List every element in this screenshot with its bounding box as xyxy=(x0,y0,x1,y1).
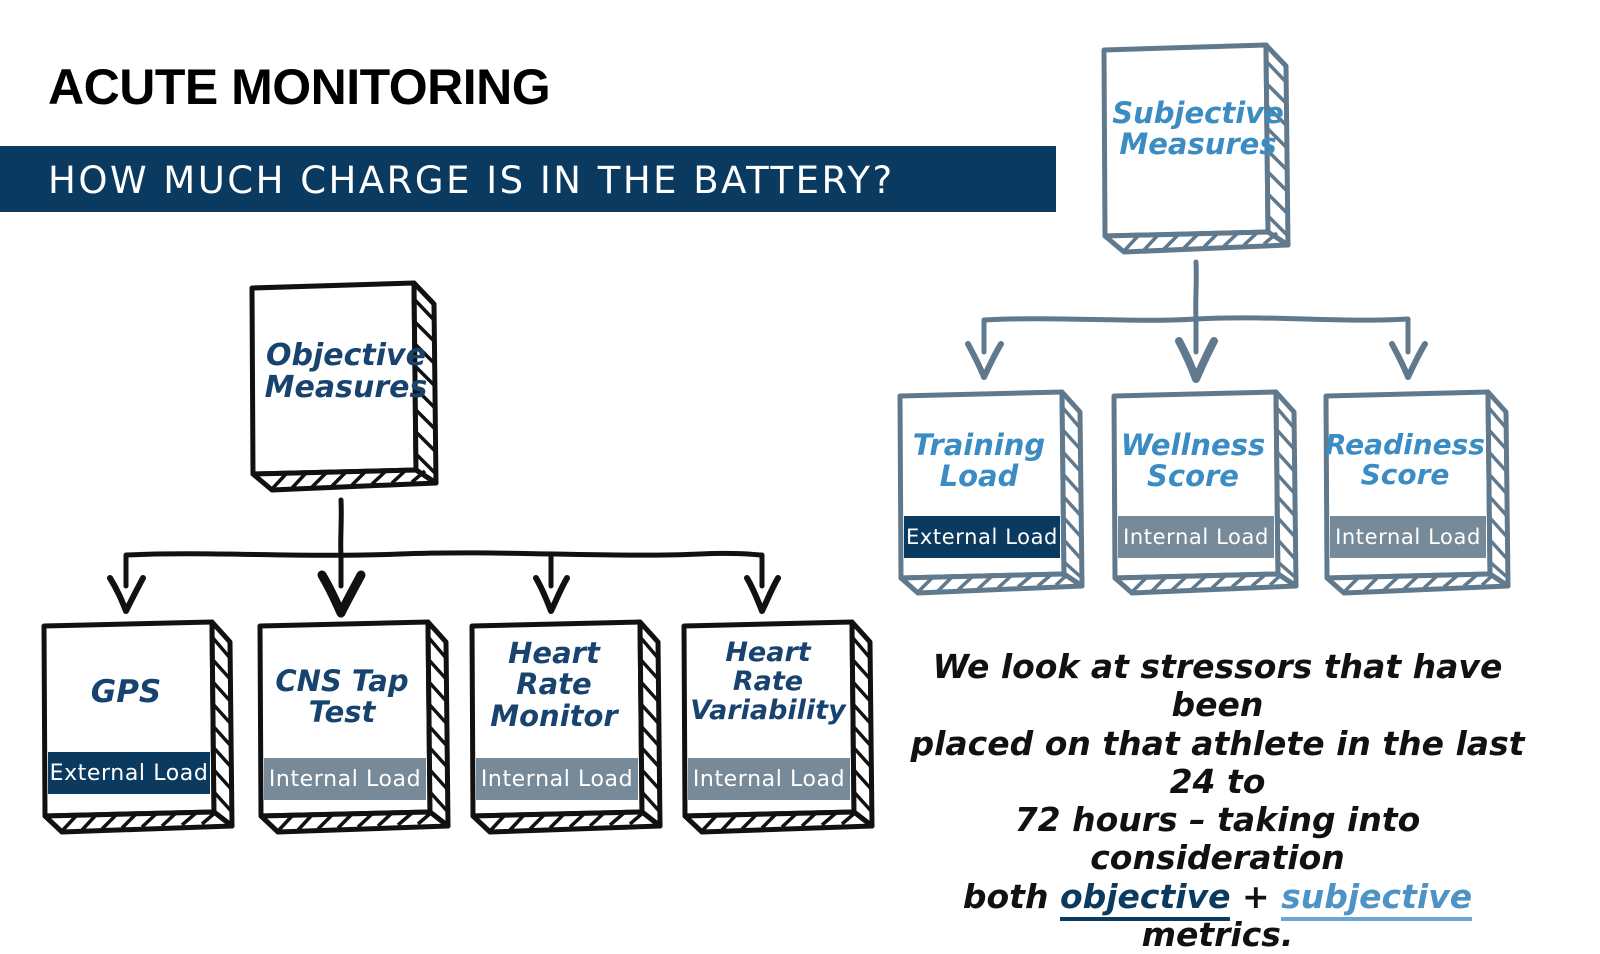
box-heart-rate-monitor[interactable]: Heart Rate Monitor Internal Load xyxy=(468,618,664,840)
box-readiness-score[interactable]: Readiness Score Internal Load xyxy=(1322,388,1511,600)
band-internal-load: Internal Load xyxy=(1118,516,1274,558)
box-cns-tap-test[interactable]: CNS Tap Test Internal Load xyxy=(256,618,452,840)
band-internal-load: Internal Load xyxy=(264,758,426,800)
box-shape xyxy=(681,619,875,835)
slide-canvas: ACUTE MONITORING HOW MUCH CHARGE IS IN T… xyxy=(0,40,1525,953)
subtitle-banner xyxy=(0,146,1056,212)
caption-block: We look at stressors that have been plac… xyxy=(905,647,1530,954)
page-title: ACUTE MONITORING xyxy=(48,59,551,115)
band-external-load: External Load xyxy=(904,516,1060,558)
caption-line-4-post: metrics. xyxy=(1141,914,1294,954)
band-internal-load: Internal Load xyxy=(688,758,850,800)
box-shape xyxy=(469,619,663,835)
caption-line-4-mid: + xyxy=(1230,876,1282,916)
box-objective-measures[interactable]: Objective Measures xyxy=(248,278,444,498)
box-shape xyxy=(41,619,235,835)
box-gps[interactable]: GPS External Load xyxy=(40,618,236,840)
caption-line-4: both objective + subjective metrics. xyxy=(905,876,1530,954)
band-internal-load: Internal Load xyxy=(1330,516,1486,558)
box-wellness-score[interactable]: Wellness Score Internal Load xyxy=(1110,388,1299,600)
box-shape xyxy=(249,280,439,493)
box-subjective-measures[interactable]: Subjective Measures xyxy=(1100,40,1296,260)
box-training-load[interactable]: Training Load External Load xyxy=(896,388,1085,600)
box-shape xyxy=(897,389,1085,596)
caption-line-2: placed on that athlete in the last 24 to xyxy=(910,723,1525,801)
band-external-load: External Load xyxy=(48,752,210,794)
caption-line-3: 72 hours – taking into consideration xyxy=(1014,800,1421,878)
box-shape xyxy=(1323,389,1511,596)
caption-line-4-pre: both xyxy=(962,876,1060,916)
box-shape xyxy=(1101,42,1291,255)
band-internal-load: Internal Load xyxy=(476,758,638,800)
subtitle-text: HOW MUCH CHARGE IS IN THE BATTERY? xyxy=(48,158,895,202)
box-heart-rate-variability[interactable]: Heart Rate Variability Internal Load xyxy=(680,618,876,840)
keyword-subjective: subjective xyxy=(1281,876,1473,921)
box-shape xyxy=(257,619,451,835)
box-shape xyxy=(1111,389,1299,596)
caption-line-1: We look at stressors that have been xyxy=(932,647,1503,725)
